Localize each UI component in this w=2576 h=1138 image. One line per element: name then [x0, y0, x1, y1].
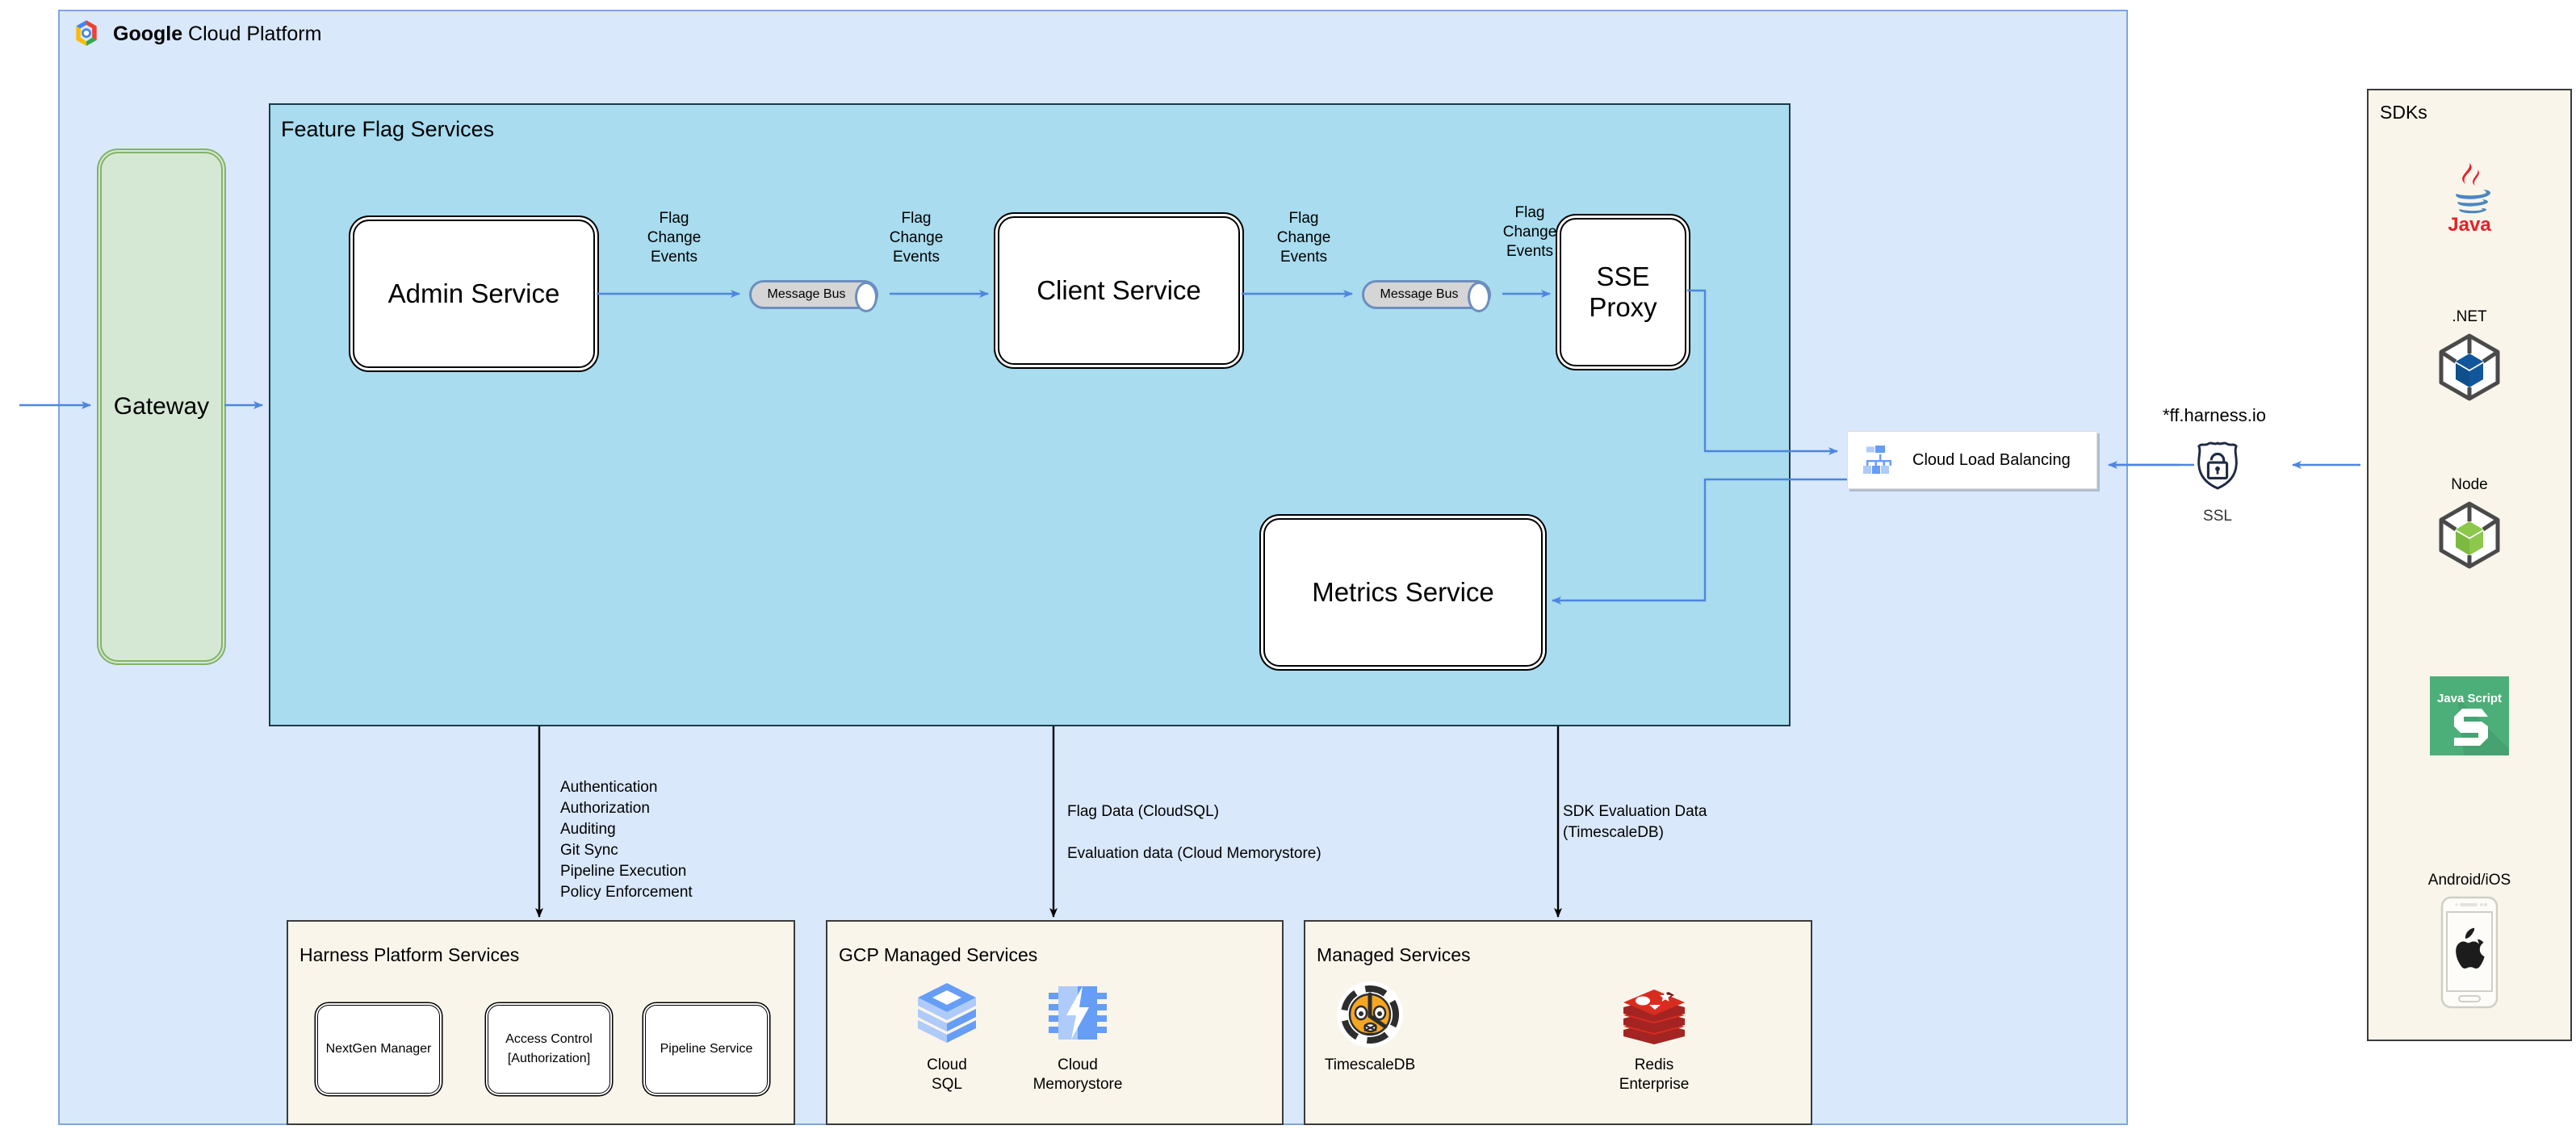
sdk-mobile-label: Android/iOS: [2427, 872, 2511, 889]
managed-services-title: Managed Services: [1317, 944, 1471, 965]
sdk-javascript-item[interactable]: Java Script: [2367, 670, 2572, 755]
cloud-memorystore-label: Cloud Memorystore: [1032, 1056, 1123, 1093]
flow-label-bus-to-client: Flag Change Events: [889, 210, 944, 266]
cloud-load-balancing-icon: [1863, 446, 1891, 474]
pipeline-service-node[interactable]: Pipeline Service: [645, 1005, 768, 1094]
java-icon: Java: [2367, 160, 2572, 234]
ssl-host-label: *ff.harness.io: [2162, 405, 2266, 425]
flow-label-client-to-bus: Flag Change Events: [1276, 210, 1331, 266]
sse-proxy-node[interactable]: SSE Proxy: [1560, 218, 1686, 366]
feature-flag-services-panel: [269, 103, 1791, 726]
mobile-phone-apple-icon: [2367, 896, 2572, 1009]
cloud-sql-icon: [886, 978, 1007, 1051]
nextgen-manager-node[interactable]: NextGen Manager: [317, 1005, 440, 1094]
metrics-service-label: Metrics Service: [1312, 577, 1494, 607]
message-bus-label: Message Bus: [1380, 287, 1459, 301]
page-title: Google Cloud Platform: [113, 23, 321, 46]
ssl-label: SSL: [2203, 508, 2232, 525]
timescaledb-label: TimescaleDB: [1324, 1056, 1416, 1073]
sdks-title: SDKs: [2380, 102, 2427, 123]
nextgen-manager-label: NextGen Manager: [325, 1042, 432, 1056]
sdk-node-label: Node: [2451, 476, 2488, 493]
gateway-node[interactable]: Gateway: [100, 152, 223, 662]
gcp-title-rest: Cloud Platform: [182, 23, 322, 45]
message-bus-label: Message Bus: [767, 287, 846, 301]
metrics-service-node[interactable]: Metrics Service: [1263, 518, 1543, 667]
sdk-java-item[interactable]: Java: [2367, 153, 2572, 234]
gcp-managed-services-title: GCP Managed Services: [839, 944, 1038, 965]
cloud-memorystore-node[interactable]: Cloud Memorystore: [1017, 978, 1138, 1094]
note-managed-services: SDK Evaluation Data (TimescaleDB): [1563, 803, 1707, 842]
sdk-dotnet-label: .NET: [2452, 308, 2487, 325]
svg-text:Java Script: Java Script: [2437, 692, 2502, 705]
dotnet-package-cube-icon: [2367, 333, 2572, 402]
timescaledb-tiger-icon: [1309, 978, 1430, 1051]
redis-enterprise-node[interactable]: Redis Enterprise: [1594, 978, 1715, 1094]
javascript-icon: Java Script: [2367, 676, 2572, 755]
ssl-shield-lock-icon: [2197, 441, 2238, 490]
admin-service-node[interactable]: Admin Service: [353, 220, 595, 368]
sdk-dotnet-item[interactable]: .NET: [2367, 308, 2572, 402]
message-bus-node-1[interactable]: Message Bus: [749, 280, 878, 312]
client-service-node[interactable]: Client Service: [998, 216, 1240, 365]
message-bus-node-2[interactable]: Message Bus: [1362, 280, 1491, 312]
cloud-memorystore-icon: [1017, 978, 1138, 1051]
harness-platform-services-title: Harness Platform Services: [299, 944, 520, 965]
note-harness-platform: Authentication Authorization Auditing Gi…: [560, 779, 693, 902]
client-service-label: Client Service: [1037, 275, 1201, 305]
flow-label-bus-to-sse: Flag Change Events: [1502, 204, 1557, 260]
sdk-mobile-item[interactable]: Android/iOS: [2367, 872, 2572, 1009]
svg-text:Java: Java: [2448, 214, 2491, 234]
flow-label-admin-to-bus: Flag Change Events: [647, 210, 702, 266]
cloud-sql-label: Cloud SQL: [927, 1056, 967, 1093]
node-package-cube-icon: [2367, 500, 2572, 570]
pipeline-service-label: Pipeline Service: [660, 1042, 753, 1056]
admin-service-label: Admin Service: [387, 278, 560, 308]
sse-proxy-label: SSE Proxy: [1589, 261, 1657, 322]
cloud-load-balancing-label: Cloud Load Balancing: [1912, 450, 2071, 469]
sdk-node-item[interactable]: Node: [2367, 476, 2572, 570]
timescaledb-node[interactable]: TimescaleDB: [1309, 978, 1430, 1075]
redis-icon: [1594, 978, 1715, 1051]
feature-flag-services-title: Feature Flag Services: [281, 117, 495, 141]
gcp-managed-services-panel: [826, 920, 1284, 1125]
google-cloud-platform-logo-icon: [76, 20, 97, 46]
redis-enterprise-label: Redis Enterprise: [1619, 1056, 1690, 1093]
access-control-node[interactable]: Access Control [Authorization]: [488, 1005, 610, 1094]
cloud-sql-node[interactable]: Cloud SQL: [886, 978, 1007, 1094]
access-control-label: Access Control [Authorization]: [505, 1032, 593, 1065]
gateway-label: Gateway: [113, 393, 210, 420]
cloud-load-balancing-node[interactable]: Cloud Load Balancing: [1847, 431, 2097, 489]
gcp-title-brand: Google: [113, 23, 183, 45]
note-gcp-managed: Flag Data (CloudSQL) Evaluation data (Cl…: [1067, 803, 1322, 863]
